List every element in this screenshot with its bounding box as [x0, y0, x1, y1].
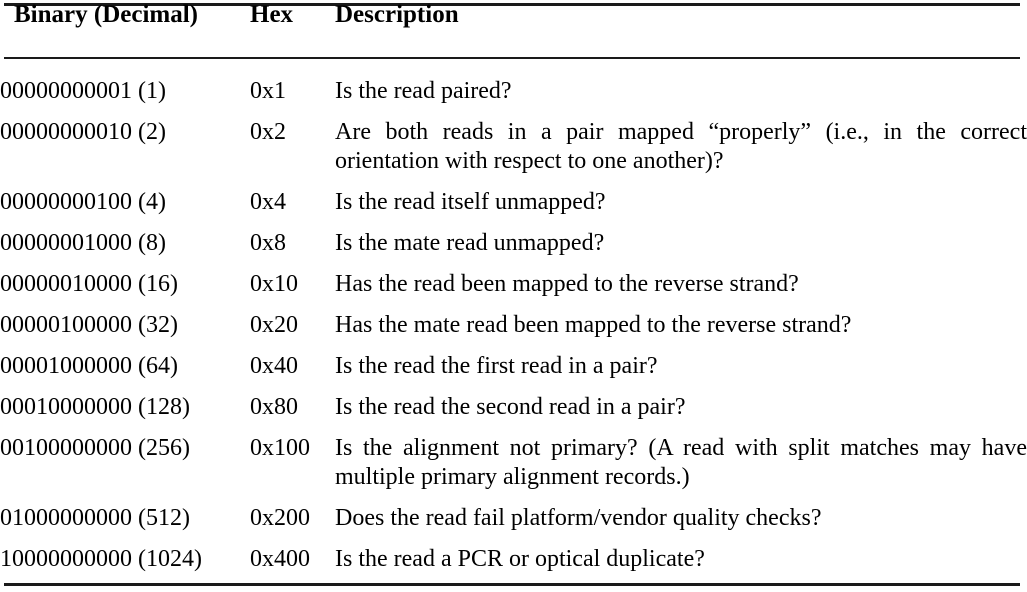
cell-description: Is the read paired?: [335, 78, 512, 104]
cell-hex: 0x2: [250, 119, 286, 145]
table-row: 10000000000 (1024) 0x400 Is the read a PCR…: [0, 533, 1027, 574]
table-top-rule: [4, 3, 1020, 6]
cell-hex: 0x10: [250, 271, 298, 297]
cell-binary: 00000000100 (4): [0, 189, 166, 215]
table-row: 00000000001 (1) 0x1 Is the read paired?: [0, 57, 1027, 106]
table-header-rule: [4, 57, 1020, 59]
cell-description: Is the read a PCR or optical duplicate?: [335, 546, 705, 572]
cell-hex: 0x100: [250, 435, 310, 461]
cell-hex: 0x8: [250, 230, 286, 256]
cell-binary: 00000100000 (32): [0, 312, 178, 338]
cell-binary: 00000000010 (2): [0, 119, 166, 145]
table-bottom-rule: [4, 583, 1020, 586]
cell-hex: 0x4: [250, 189, 286, 215]
table-header: Binary (Decimal) Hex Description: [0, 0, 1027, 57]
cell-description: Are both reads in a pair mapped “properl…: [335, 119, 1027, 174]
table-row: 00100000000 (256) 0x100 Is the alignment n…: [0, 422, 1027, 492]
table-row: 00000100000 (32) 0x20 Has the mate read be…: [0, 299, 1027, 340]
cell-hex: 0x40: [250, 353, 298, 379]
column-header-binary: Binary (Decimal): [14, 1, 198, 28]
cell-description: Is the alignment not primary? (A read wi…: [335, 435, 1027, 490]
cell-binary: 00100000000 (256): [0, 435, 190, 461]
cell-binary: 00001000000 (64): [0, 353, 178, 379]
cell-description: Has the read been mapped to the reverse …: [335, 271, 799, 297]
cell-binary: 01000000000 (512): [0, 505, 190, 531]
cell-binary: 00000010000 (16): [0, 271, 178, 297]
cell-binary: 00000001000 (8): [0, 230, 166, 256]
header-row: Binary (Decimal) Hex Description: [0, 0, 1027, 57]
table-row: 00001000000 (64) 0x40 Is the read the firs…: [0, 340, 1027, 381]
table-row: 00000010000 (16) 0x10 Has the read been ma…: [0, 258, 1027, 299]
table-row: 01000000000 (512) 0x200 Does the read fail…: [0, 492, 1027, 533]
table-row: 00000000100 (4) 0x4 Is the read itself unm…: [0, 176, 1027, 217]
cell-hex: 0x1: [250, 78, 286, 104]
cell-binary: 00010000000 (128): [0, 394, 190, 420]
cell-binary: 10000000000 (1024): [0, 546, 202, 572]
cell-hex: 0x400: [250, 546, 310, 572]
cell-hex: 0x200: [250, 505, 310, 531]
column-header-description: Description: [335, 1, 459, 28]
table-row: 00000001000 (8) 0x8 Is the mate read unmap…: [0, 217, 1027, 258]
cell-description: Has the mate read been mapped to the rev…: [335, 312, 852, 338]
column-header-hex: Hex: [250, 1, 294, 28]
table-row: 00010000000 (128) 0x80 Is the read the sec…: [0, 381, 1027, 422]
cell-binary: 00000000001 (1): [0, 78, 166, 104]
cell-description: Is the read the first read in a pair?: [335, 353, 658, 379]
cell-description: Is the mate read unmapped?: [335, 230, 605, 256]
cell-description: Is the read itself unmapped?: [335, 189, 606, 215]
cell-hex: 0x80: [250, 394, 298, 420]
sam-flags-table: Binary (Decimal) Hex Description 0000000…: [0, 0, 1027, 574]
table-row: 00000000010 (2) 0x2 Are both reads in a pa…: [0, 106, 1027, 176]
cell-hex: 0x20: [250, 312, 298, 338]
cell-description: Is the read the second read in a pair?: [335, 394, 686, 420]
cell-description: Does the read fail platform/vendor quali…: [335, 505, 822, 531]
